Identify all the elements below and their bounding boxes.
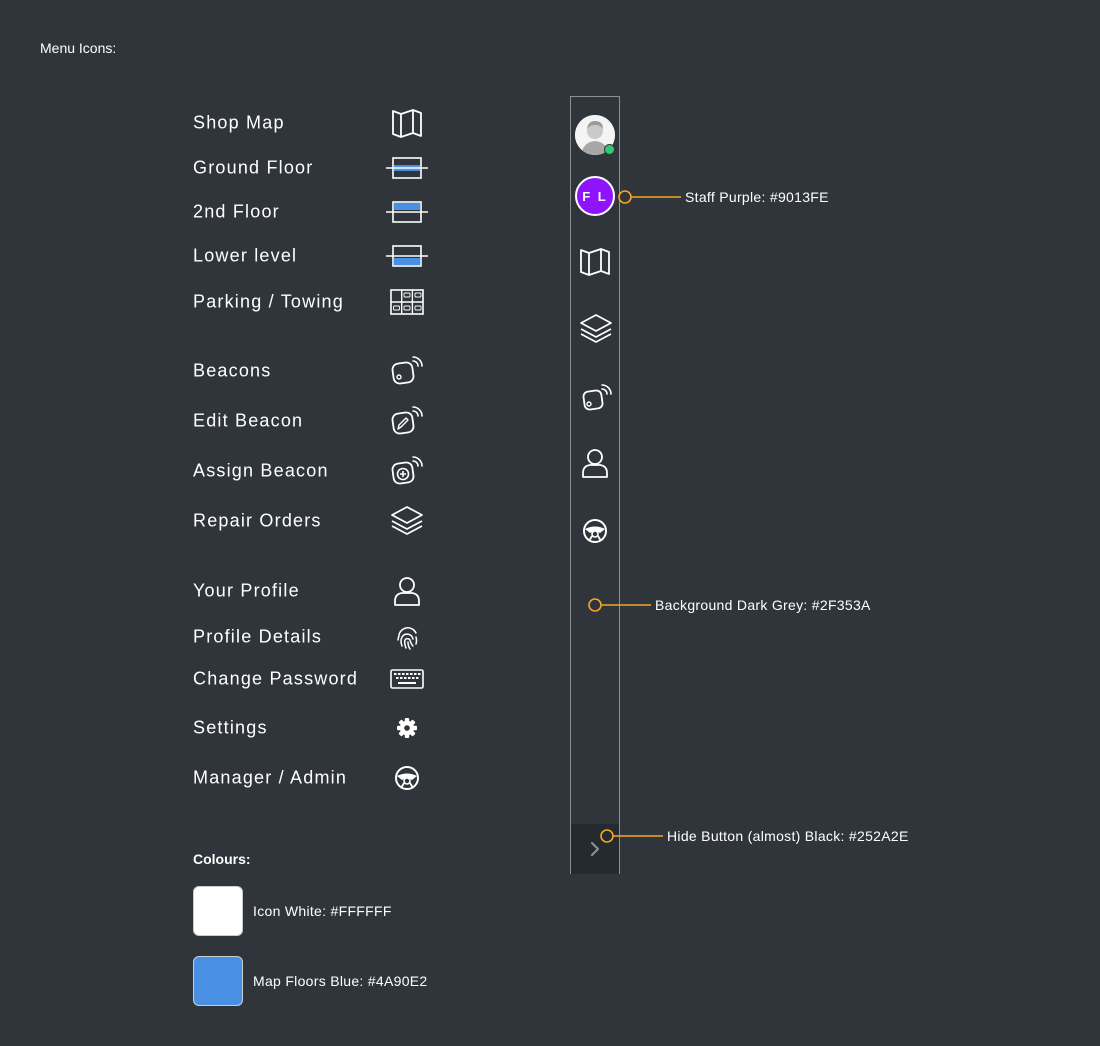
beacon-icon (571, 373, 619, 421)
gear-icon (385, 710, 429, 746)
sidebar-beacons-button[interactable] (571, 373, 619, 421)
swatch-label-map-floors-blue: Map Floors Blue: #4A90E2 (253, 973, 428, 989)
menu-label-parking: Parking / Towing (193, 291, 344, 312)
beacon-icon (385, 353, 429, 389)
menu-icons-heading: Menu Icons: (40, 40, 117, 56)
chevron-right-icon (571, 841, 619, 878)
menu-label-edit-beacon: Edit Beacon (193, 410, 304, 431)
swatch-label-icon-white: Icon White: #FFFFFF (253, 903, 392, 919)
sidebar-admin-button[interactable] (571, 507, 619, 555)
menu-label-shop-map: Shop Map (193, 112, 285, 133)
sidebar-preview: F L (570, 96, 620, 874)
floor-ground-icon (385, 150, 429, 186)
sidebar-repair-orders-button[interactable] (571, 304, 619, 352)
menu-label-assign-beacon: Assign Beacon (193, 460, 329, 481)
steering-wheel-icon (571, 507, 619, 555)
edit-beacon-icon (385, 403, 429, 439)
menu-label-change-password: Change Password (193, 668, 359, 689)
online-status-indicator (604, 144, 615, 155)
map-icon (385, 105, 429, 141)
menu-label-lower-level: Lower level (193, 245, 298, 266)
menu-label-manager-admin: Manager / Admin (193, 767, 348, 788)
swatch-icon-white (193, 886, 243, 936)
colours-heading: Colours: (193, 851, 251, 867)
floor-second-icon (385, 194, 429, 230)
staff-initials-badge[interactable]: F L (575, 176, 615, 216)
fingerprint-icon (385, 619, 429, 655)
sidebar-profile-button[interactable] (571, 439, 619, 487)
menu-label-ground-floor: Ground Floor (193, 157, 314, 178)
map-icon (571, 236, 619, 284)
callout-staff-purple: Staff Purple: #9013FE (685, 189, 829, 205)
steering-wheel-icon (385, 760, 429, 796)
sidebar-map-button[interactable] (571, 236, 619, 284)
menu-label-your-profile: Your Profile (193, 580, 300, 601)
menu-label-settings: Settings (193, 717, 268, 738)
menu-label-profile-details: Profile Details (193, 626, 323, 647)
parking-grid-icon (385, 284, 429, 320)
callout-hide-button: Hide Button (almost) Black: #252A2E (667, 828, 909, 844)
sidebar-hide-button[interactable] (571, 824, 619, 874)
user-icon (571, 439, 619, 487)
menu-label-2nd-floor: 2nd Floor (193, 201, 280, 222)
menu-label-beacons: Beacons (193, 360, 272, 381)
user-icon (385, 573, 429, 609)
floor-lower-icon (385, 238, 429, 274)
menu-label-repair-orders: Repair Orders (193, 510, 322, 531)
assign-beacon-icon (385, 453, 429, 489)
callout-background: Background Dark Grey: #2F353A (655, 597, 871, 613)
swatch-map-floors-blue (193, 956, 243, 1006)
layers-icon (571, 304, 619, 352)
keyboard-icon (385, 661, 429, 697)
layers-icon (385, 503, 429, 539)
